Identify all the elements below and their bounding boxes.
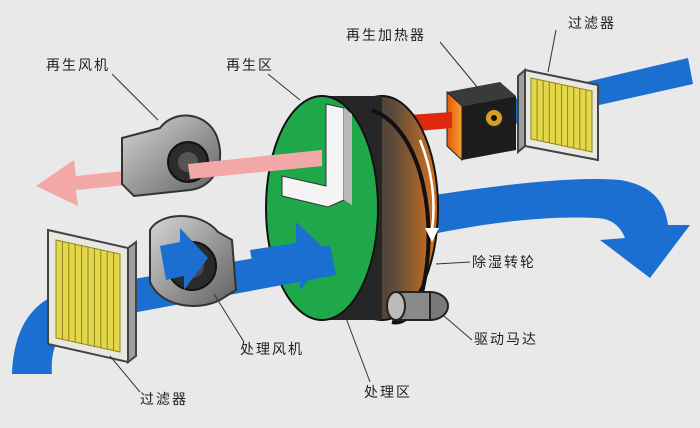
label-process-fan: 处理风机	[240, 342, 304, 358]
wheel-face	[265, 95, 379, 321]
label-process-zone: 处理区	[364, 385, 412, 401]
label-regen-zone: 再生区	[226, 58, 274, 74]
heater-indicator-dot	[491, 115, 497, 121]
label-regen-heater: 再生加热器	[346, 28, 426, 44]
leader-process-zone	[345, 317, 371, 383]
regen-sector-shade	[344, 108, 352, 205]
leader-regen-fan	[111, 73, 159, 121]
label-bottom-filter: 过滤器	[140, 392, 188, 408]
label-dehum-wheel: 除湿转轮	[472, 255, 536, 271]
process-air-arrow	[250, 222, 330, 290]
regen-fan	[121, 114, 221, 198]
regen-heater	[446, 82, 516, 162]
leader-bottom-filter	[109, 355, 141, 393]
regen-heater-top	[447, 82, 516, 106]
leader-drive-motor	[443, 315, 473, 341]
regen-exhaust-stream	[188, 150, 322, 179]
bottom-filter-ribs	[61, 241, 115, 351]
leader-regen-zone	[267, 73, 301, 101]
process-air-outlet-duct	[400, 179, 690, 278]
bottom-filter	[47, 228, 137, 364]
wheel-rotation-arrowhead	[425, 228, 439, 242]
leader-top-filter	[547, 29, 557, 73]
leader-process-fan	[213, 293, 245, 343]
regen-heater-front	[462, 96, 516, 160]
leader-dehum-wheel	[435, 261, 471, 265]
top-filter-ribs	[536, 79, 587, 151]
drive-motor	[386, 291, 449, 321]
label-drive-motor: 驱动马达	[474, 332, 538, 348]
leader-lines	[109, 29, 557, 393]
leader-regen-heater	[439, 41, 479, 89]
process-fan-flow-arrow	[160, 228, 208, 290]
wheel-rotation-arrow	[418, 139, 435, 231]
bottom-filter-side	[127, 240, 137, 364]
top-filter-side	[517, 67, 526, 155]
label-top-filter: 过滤器	[568, 16, 616, 32]
drive-motor-pulley	[386, 291, 406, 321]
top-filter	[517, 67, 599, 162]
label-regen-fan: 再生风机	[46, 58, 110, 74]
